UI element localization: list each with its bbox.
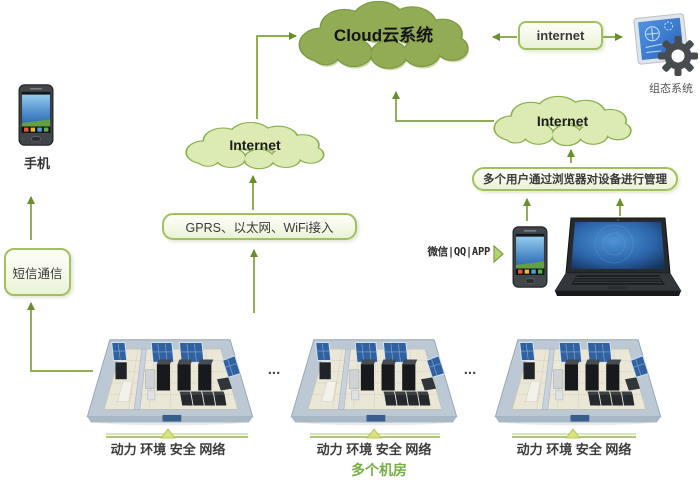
ellipsis-right: ...	[463, 361, 477, 378]
ellipsis-left: ...	[267, 361, 281, 378]
room-1-caption: 动力 环境 安全 网络	[110, 442, 226, 457]
access-methods-box: GPRS、以太网、WiFi接入	[162, 213, 357, 240]
cloud-right-label: Internet	[536, 113, 589, 129]
apps-arrow-icon	[493, 244, 504, 264]
server-room-1	[87, 340, 252, 426]
room-3-caption: 动力 环境 安全 网络	[516, 442, 632, 457]
cloud-left-label: Internet	[229, 137, 281, 153]
web-management-box: 多个用户通过浏览器对设备进行管理	[472, 167, 678, 191]
mobile-phone-label: 手机	[23, 156, 50, 171]
apps-label: 微信|QQ|APP	[427, 246, 490, 258]
mobile-phone-icon	[18, 84, 54, 146]
laptop-icon	[554, 217, 682, 297]
scada-system-label: 组态系统	[649, 83, 693, 95]
internet-link-box: internet	[518, 21, 603, 50]
connector-arrows	[27, 32, 624, 372]
sms-communication-box: 短信通信	[4, 248, 71, 296]
rooms-title: 多个机房	[351, 462, 407, 478]
room-underline-markers	[106, 428, 636, 439]
scada-system-icon	[633, 13, 698, 76]
cloud-main-label: Cloud云系统	[333, 26, 434, 45]
server-room-2	[291, 340, 456, 426]
server-room-3	[495, 340, 660, 426]
user-phone-icon	[512, 226, 548, 288]
room-2-caption: 动力 环境 安全 网络	[316, 442, 432, 457]
